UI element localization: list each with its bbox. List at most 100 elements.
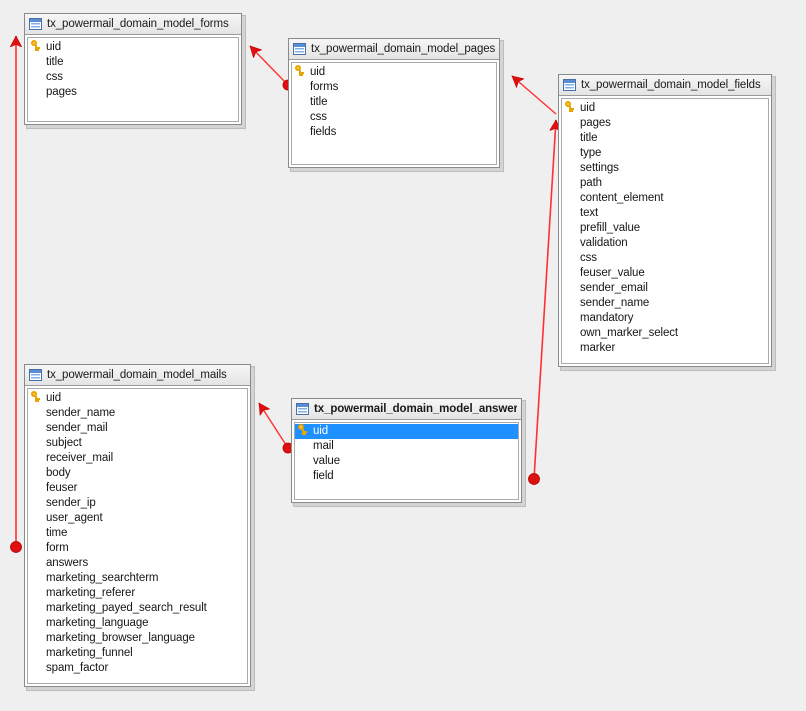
attribute-name: path xyxy=(580,177,602,189)
attribute-row[interactable]: css xyxy=(292,110,496,125)
entity-title: tx_powermail_domain_model_fields xyxy=(581,79,761,91)
attribute-name: type xyxy=(580,147,602,159)
attribute-row[interactable]: pages xyxy=(562,116,768,131)
entity-header[interactable]: tx_powermail_domain_model_forms xyxy=(25,14,241,35)
attribute-row[interactable]: validation xyxy=(562,236,768,251)
attribute-row[interactable]: title xyxy=(292,95,496,110)
attribute-name: marketing_searchterm xyxy=(46,572,159,584)
primary-key-icon xyxy=(31,390,46,407)
attribute-name: subject xyxy=(46,437,82,449)
relation-answer-fields xyxy=(528,120,557,485)
relation-pages-fields xyxy=(512,75,557,115)
entity-header[interactable]: tx_powermail_domain_model_mails xyxy=(25,365,250,386)
attribute-row[interactable]: fields xyxy=(292,125,496,140)
attribute-row[interactable]: sender_email xyxy=(562,281,768,296)
attribute-name: content_element xyxy=(580,192,664,204)
attribute-row[interactable]: css xyxy=(28,70,238,85)
entity-header[interactable]: tx_powermail_domain_model_answer xyxy=(292,399,521,420)
table-icon xyxy=(29,18,42,30)
attribute-row[interactable]: title xyxy=(28,55,238,70)
attribute-name: answers xyxy=(46,557,89,569)
attribute-name: time xyxy=(46,527,68,539)
attribute-row[interactable]: field xyxy=(295,469,518,484)
attribute-name: spam_factor xyxy=(46,662,109,674)
attribute-name: sender_ip xyxy=(46,497,96,509)
attribute-row[interactable]: receiver_mail xyxy=(28,451,247,466)
primary-key-icon xyxy=(295,64,310,81)
attribute-list: uid forms title css fields xyxy=(291,62,497,165)
attribute-row[interactable]: sender_name xyxy=(28,406,247,421)
primary-key-icon xyxy=(31,39,46,56)
entity-title: tx_powermail_domain_model_pages xyxy=(311,43,495,55)
attribute-name: marketing_funnel xyxy=(46,647,133,659)
attribute-row[interactable]: uid xyxy=(28,39,238,56)
attribute-name: mail xyxy=(313,440,334,452)
attribute-row[interactable]: mandatory xyxy=(562,311,768,326)
attribute-row[interactable]: marketing_payed_search_result xyxy=(28,601,247,616)
attribute-row[interactable]: sender_mail xyxy=(28,421,247,436)
attribute-name: forms xyxy=(310,81,339,93)
attribute-row[interactable]: uid xyxy=(562,100,768,117)
attribute-row[interactable]: title xyxy=(562,131,768,146)
attribute-row[interactable]: sender_name xyxy=(562,296,768,311)
attribute-row[interactable]: form xyxy=(28,541,247,556)
attribute-name: marketing_language xyxy=(46,617,149,629)
attribute-name: feuser xyxy=(46,482,78,494)
attribute-row[interactable]: uid xyxy=(28,390,247,407)
entity-fields[interactable]: tx_powermail_domain_model_fields uid pag… xyxy=(558,74,772,367)
attribute-row[interactable]: spam_factor xyxy=(28,661,247,676)
attribute-row[interactable]: type xyxy=(562,146,768,161)
attribute-row[interactable]: css xyxy=(562,251,768,266)
relation-forms-pages xyxy=(249,45,294,91)
attribute-name: css xyxy=(580,252,597,264)
entity-header[interactable]: tx_powermail_domain_model_fields xyxy=(559,75,771,96)
attribute-row[interactable]: own_marker_select xyxy=(562,326,768,341)
attribute-name: user_agent xyxy=(46,512,103,524)
attribute-name: marketing_referer xyxy=(46,587,136,599)
attribute-row[interactable]: body xyxy=(28,466,247,481)
attribute-row[interactable]: settings xyxy=(562,161,768,176)
attribute-row[interactable]: marketing_funnel xyxy=(28,646,247,661)
attribute-name: own_marker_select xyxy=(580,327,679,339)
attribute-row[interactable]: sender_ip xyxy=(28,496,247,511)
attribute-row[interactable]: value xyxy=(295,454,518,469)
attribute-row[interactable]: time xyxy=(28,526,247,541)
entity-mails[interactable]: tx_powermail_domain_model_mails uid send… xyxy=(24,364,251,687)
attribute-row[interactable]: uid xyxy=(292,64,496,81)
primary-key-icon xyxy=(298,423,313,440)
attribute-name: css xyxy=(310,111,327,123)
entity-answer[interactable]: tx_powermail_domain_model_answer uid mai… xyxy=(291,398,522,503)
primary-key-icon xyxy=(565,100,580,117)
attribute-row[interactable]: mail xyxy=(295,439,518,454)
entity-header[interactable]: tx_powermail_domain_model_pages xyxy=(289,39,499,60)
table-icon xyxy=(293,43,306,55)
attribute-row[interactable]: content_element xyxy=(562,191,768,206)
attribute-row[interactable]: marketing_referer xyxy=(28,586,247,601)
attribute-row[interactable]: pages xyxy=(28,85,238,100)
attribute-row[interactable]: prefill_value xyxy=(562,221,768,236)
attribute-name: sender_name xyxy=(580,297,650,309)
attribute-row[interactable]: text xyxy=(562,206,768,221)
attribute-name: value xyxy=(313,455,340,467)
attribute-row[interactable]: marketing_language xyxy=(28,616,247,631)
attribute-row[interactable]: forms xyxy=(292,80,496,95)
attribute-row-selected[interactable]: uid xyxy=(295,423,518,440)
attribute-row[interactable]: feuser_value xyxy=(562,266,768,281)
attribute-row[interactable]: marketing_browser_language xyxy=(28,631,247,646)
attribute-row[interactable]: path xyxy=(562,176,768,191)
attribute-row[interactable]: user_agent xyxy=(28,511,247,526)
attribute-name: body xyxy=(46,467,71,479)
attribute-row[interactable]: marker xyxy=(562,341,768,356)
entity-pages[interactable]: tx_powermail_domain_model_pages uid form… xyxy=(288,38,500,168)
attribute-list: uid pages title type settings path conte… xyxy=(561,98,769,364)
entity-forms[interactable]: tx_powermail_domain_model_forms uid titl… xyxy=(24,13,242,125)
relation-forms-mails xyxy=(11,36,22,553)
attribute-row[interactable]: marketing_searchterm xyxy=(28,571,247,586)
attribute-name: pages xyxy=(580,117,611,129)
attribute-name: sender_email xyxy=(580,282,648,294)
attribute-row[interactable]: feuser xyxy=(28,481,247,496)
attribute-row[interactable]: subject xyxy=(28,436,247,451)
attribute-row[interactable]: answers xyxy=(28,556,247,571)
attribute-list: uid title css pages xyxy=(27,37,239,122)
